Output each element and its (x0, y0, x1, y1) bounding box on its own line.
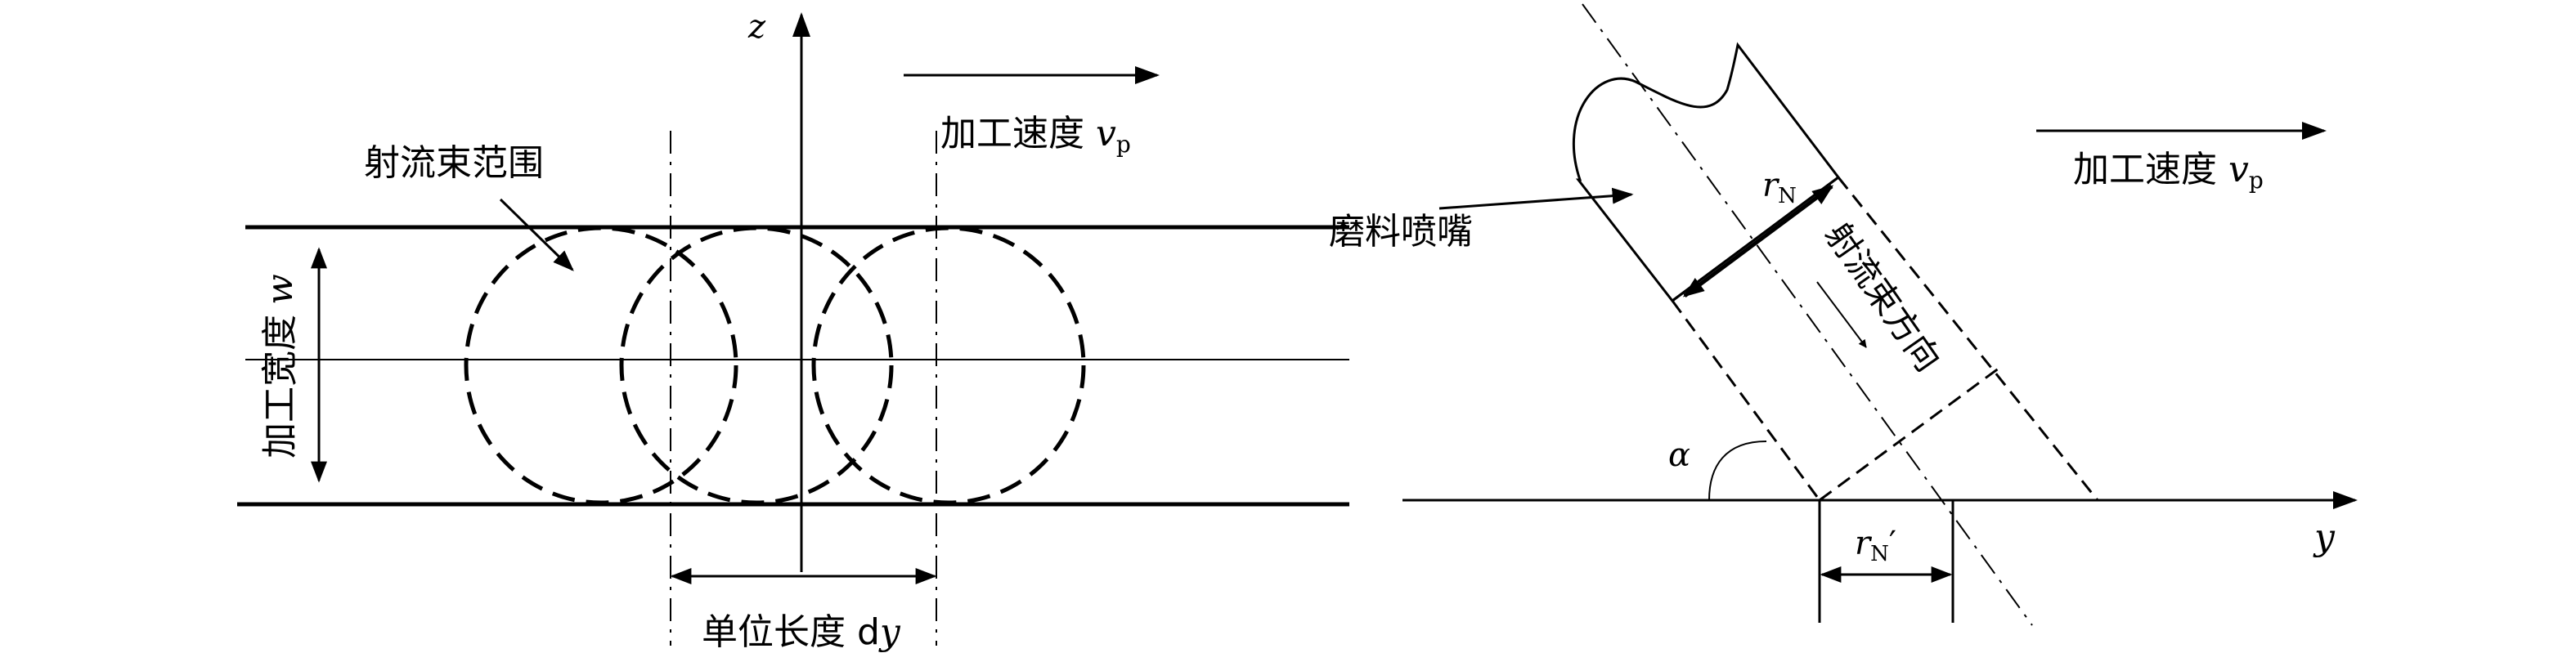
rn-arrow (1682, 184, 1834, 298)
z-axis-label: z (747, 8, 766, 46)
rn-label: rN (1762, 167, 1797, 208)
jet-dir-label: 射流束方向 (1817, 215, 1949, 378)
jet-cross-line (1819, 366, 2000, 502)
nozzle-label: 磨料喷嘴 (1329, 211, 1473, 253)
jet-dir-label-group: 射流束方向 (1817, 215, 1949, 378)
jet-dir-arrow (1816, 281, 1867, 348)
nozzle-body (1572, 42, 1841, 303)
width-label: 加工宽度w (259, 274, 302, 458)
jet-centre-line (1582, 3, 2033, 626)
jet-range-label: 射流束范围 (364, 142, 544, 184)
jet-boundary-left (1671, 300, 1821, 501)
width-label-group: 加工宽度w (259, 274, 302, 458)
nozzle-base (1672, 176, 1839, 302)
jet-circle-3 (811, 226, 1086, 505)
y-axis-label: y (2313, 517, 2336, 558)
jet-circle-2 (619, 226, 894, 505)
unit-length-label: 单位长度 dy (702, 611, 901, 653)
rn-prime-label: rN′ (1855, 525, 1896, 566)
jet-boundary-right (1837, 177, 2099, 501)
jet-range-pointer (499, 198, 574, 271)
alpha-label: α (1668, 436, 1690, 474)
jet-circle-1 (464, 226, 738, 505)
nozzle-pointer (1438, 187, 1634, 210)
alpha-arc (1708, 441, 1767, 501)
